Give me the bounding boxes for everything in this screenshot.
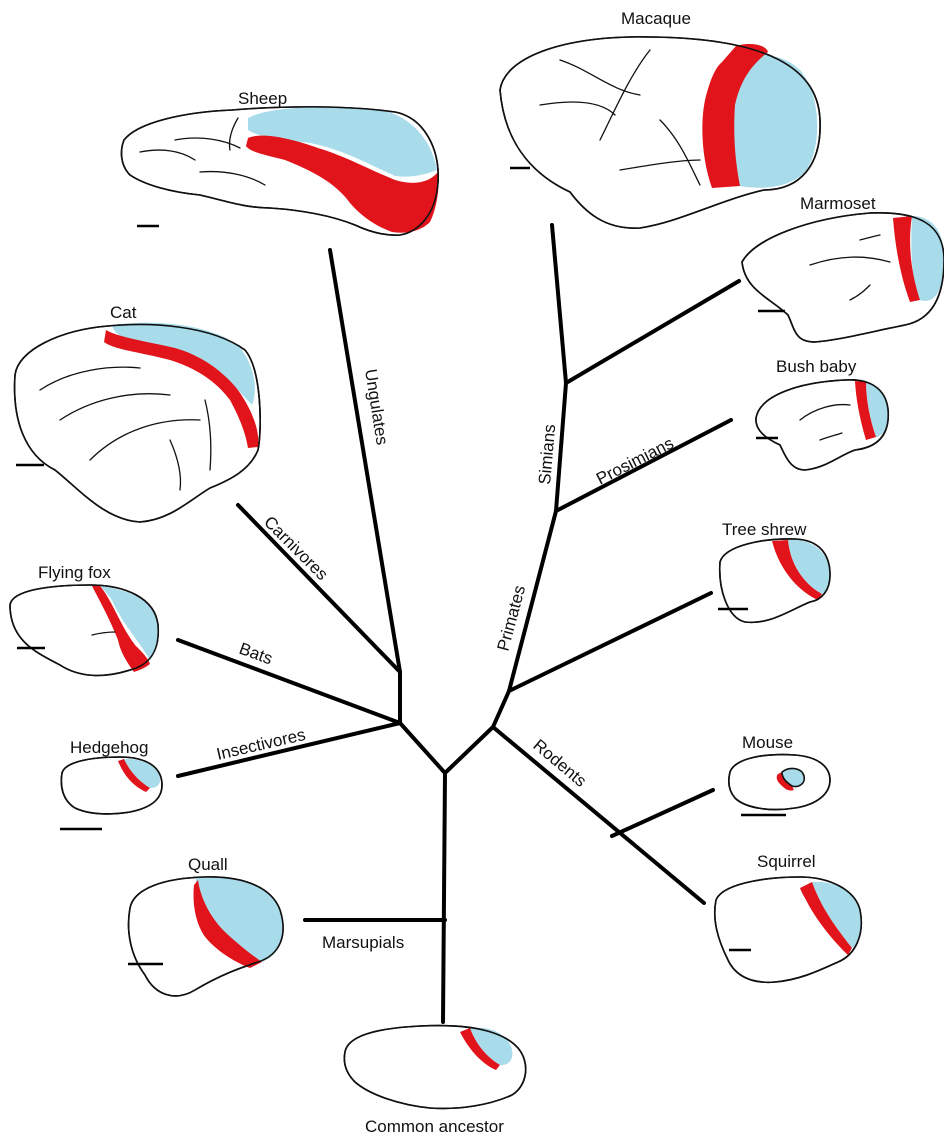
label-mouse: Mouse bbox=[742, 733, 793, 752]
label-bush-baby: Bush baby bbox=[776, 357, 857, 376]
label-common-ancestor: Common ancestor bbox=[365, 1117, 504, 1136]
brain-quall: Quall bbox=[128, 855, 283, 996]
label-hedgehog: Hedgehog bbox=[70, 738, 148, 757]
label-cat: Cat bbox=[110, 303, 137, 322]
brain-marmoset: Marmoset bbox=[742, 194, 944, 342]
brain-sheep: Sheep bbox=[122, 89, 439, 235]
clade-label-marsupials: Marsupials bbox=[322, 933, 404, 952]
branch-rodents bbox=[493, 727, 704, 903]
branch-marmoset bbox=[566, 281, 739, 383]
label-flying-fox: Flying fox bbox=[38, 563, 111, 582]
brain-cat: Cat bbox=[15, 303, 261, 522]
branch-primates-stem bbox=[445, 225, 566, 773]
clade-label-primates: Primates bbox=[494, 583, 530, 653]
brain-mouse: Mouse bbox=[729, 733, 830, 815]
label-macaque: Macaque bbox=[621, 9, 691, 28]
label-squirrel: Squirrel bbox=[757, 852, 816, 871]
branch-bats bbox=[178, 640, 400, 723]
brain-bush-baby: Bush baby bbox=[756, 357, 888, 470]
clade-label-ungulates: Ungulates bbox=[361, 368, 392, 447]
clade-label-prosimians: Prosimians bbox=[593, 433, 677, 488]
label-quall: Quall bbox=[188, 855, 228, 874]
label-marmoset: Marmoset bbox=[800, 194, 876, 213]
branch-tree-shrew bbox=[509, 593, 711, 691]
label-sheep: Sheep bbox=[238, 89, 287, 108]
brain-squirrel: Squirrel bbox=[715, 852, 862, 982]
clade-label-simians: Simians bbox=[535, 423, 559, 485]
brain-common-ancestor: Common ancestor bbox=[344, 1026, 525, 1136]
brain-flying-fox: Flying fox bbox=[10, 563, 158, 675]
clade-label-carnivores: Carnivores bbox=[260, 512, 332, 584]
brain-hedgehog: Hedgehog bbox=[60, 738, 162, 829]
label-tree-shrew: Tree shrew bbox=[722, 520, 807, 539]
brain-tree-shrew: Tree shrew bbox=[718, 520, 830, 622]
branch-mouse bbox=[612, 790, 713, 836]
branch-trunk bbox=[330, 250, 445, 1022]
brain-macaque: Macaque bbox=[500, 9, 820, 228]
